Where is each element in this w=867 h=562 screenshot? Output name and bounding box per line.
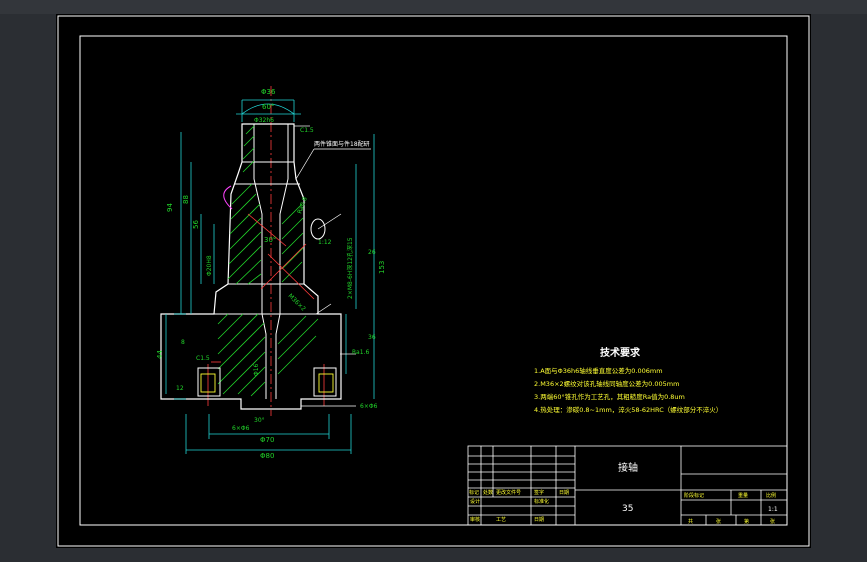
dim-taper: 1:12 — [318, 239, 332, 246]
tb-header-5: 日期 — [559, 490, 569, 496]
tb-label-review: 审核 — [470, 516, 480, 523]
part-view — [160, 86, 375, 454]
dim-12: 12 — [176, 385, 184, 392]
tb-header-4: 签字 — [534, 489, 544, 496]
sheet-2: 张 — [716, 518, 721, 525]
dim-6x6: 6×Φ6 — [360, 403, 378, 410]
dimension-labels: Φ36 60° Φ32h6 C1.5 两件锥面与件18配研 94 88 56 Φ… — [156, 88, 386, 460]
tb-header-2: 处数 — [483, 489, 493, 496]
tb-label-process: 工艺 — [496, 517, 506, 523]
title-block — [467, 445, 788, 526]
dim-top-width: Φ36 — [261, 88, 276, 96]
dim-36: 36 — [368, 334, 376, 341]
tech-item-4: 4.热处理：渗碳0.8~1mm，淬火58-62HRC（螺纹部分不淬火） — [534, 405, 722, 414]
dim-153: 153 — [378, 261, 386, 274]
dim-top-inner: Φ32h6 — [254, 117, 274, 124]
material: 35 — [622, 504, 633, 514]
tech-item-2: 2.M36×2螺纹对该孔轴线同轴度公差为0.005mm — [534, 379, 679, 388]
tech-title: 技术要求 — [600, 346, 641, 359]
tb-label-std: 标准化 — [534, 498, 549, 505]
outer-frame — [57, 15, 810, 547]
sheet-1: 共 — [688, 518, 693, 525]
dim-16: Φ16 — [253, 363, 260, 376]
dim-bottom-angle: 30° — [254, 417, 265, 424]
title-block-text: 标记 处数 更改文件号 签字 日期 设计 标准化 审核 工艺 日期 接轴 35 … — [469, 461, 778, 525]
tb-right-1: 阶段标记 — [684, 492, 704, 499]
dim-bottom-6: 6×Φ6 — [232, 425, 250, 432]
tb-right-2: 重量 — [738, 492, 748, 499]
scale-value: 1:1 — [768, 506, 778, 513]
cad-left-margin — [0, 14, 56, 562]
dim-ra08: Ra0.8 — [296, 196, 309, 215]
dim-80: Φ80 — [260, 452, 274, 460]
dim-94: 94 — [166, 203, 174, 212]
drawing-canvas[interactable]: Φ36 60° Φ32h6 C1.5 两件锥面与件18配研 94 88 56 Φ… — [56, 14, 811, 548]
dim-70: Φ70 — [260, 436, 274, 444]
technical-requirements: 技术要求 1.A面与Φ36h6轴线垂直度公差为0.006mm 2.M36×2螺纹… — [534, 346, 722, 414]
dim-8: 8 — [181, 339, 185, 346]
dim-44: 44 — [156, 350, 164, 359]
annotation-note: 两件锥面与件18配研 — [314, 140, 370, 148]
dim-26: 26 — [368, 249, 376, 256]
tb-header-3: 更改文件号 — [496, 489, 521, 496]
dim-ra16: Ra1.6 — [352, 349, 369, 356]
dim-bore: Φ20H8 — [206, 255, 213, 276]
dim-top-angle: 60° — [262, 103, 274, 111]
dim-56: 56 — [192, 220, 200, 229]
sheet-3: 第 — [744, 518, 749, 525]
drawing-svg: Φ36 60° Φ32h6 C1.5 两件锥面与件18配研 94 88 56 Φ… — [57, 15, 810, 547]
tech-item-1: 1.A面与Φ36h6轴线垂直度公差为0.006mm — [534, 366, 663, 375]
dim-c15-left: C1.5 — [196, 355, 210, 362]
dim-chamfer: C1.5 — [300, 127, 314, 134]
tb-label-design: 设计 — [470, 498, 480, 505]
tb-header-1: 标记 — [469, 489, 479, 496]
part-name: 接轴 — [618, 461, 638, 474]
dim-angle-30: 30° — [264, 236, 276, 244]
sheet-4: 张 — [770, 518, 775, 525]
side-note: 2×M8-6H深12孔深15 — [346, 237, 354, 299]
tb-right-3: 比例 — [766, 492, 776, 499]
dim-thread: M36×2 — [287, 292, 307, 312]
tech-item-3: 3.两端60°锥孔作为工艺孔，其粗糙度Ra值为0.8um — [534, 392, 685, 401]
tb-label-date: 日期 — [534, 517, 544, 523]
dim-88: 88 — [182, 195, 190, 204]
inner-frame — [79, 35, 788, 526]
cad-top-bar — [0, 0, 867, 14]
